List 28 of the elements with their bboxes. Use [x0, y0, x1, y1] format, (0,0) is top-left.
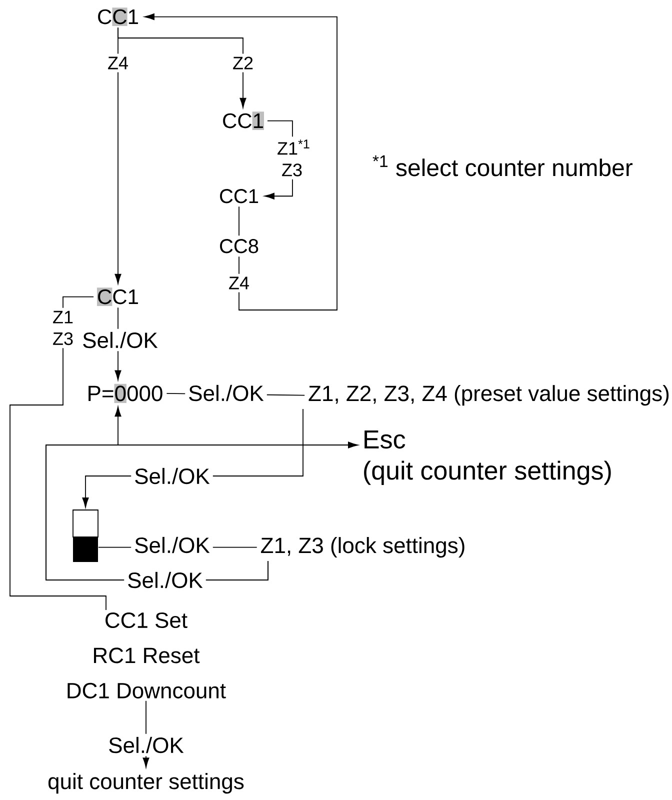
arrow	[144, 14, 338, 310]
footnote-text: $^{*1}$ select counter number	[372, 155, 632, 176]
key-text: Z1, Z3 (lock settings)	[261, 537, 464, 558]
key-label: Z4	[226, 274, 252, 292]
key-label: Sel./OK	[79, 328, 161, 352]
key-label: Sel./OK	[185, 382, 267, 404]
key-label: Z1$^{*1}$ Z3	[274, 136, 310, 180]
display-text: P=0000	[88, 384, 162, 403]
result-text: quit counter settings	[48, 773, 244, 794]
display-text: CC8	[220, 239, 258, 254]
key-label: Sel./OK	[131, 534, 213, 556]
key-label: Sel./OK	[131, 464, 213, 488]
key-label: Sel./OK	[105, 734, 187, 756]
display-text: CC1	[98, 8, 138, 26]
display-text: CC1	[97, 288, 138, 306]
display-text: CC1	[223, 112, 264, 130]
exit-text: Esc (quit counter settings)	[364, 430, 611, 485]
key-text: Z1, Z2, Z3, Z4 (preset value settings)	[308, 385, 669, 406]
connector-line	[10, 296, 106, 610]
key-label: Z1 Z3	[45, 308, 81, 348]
connector-line	[238, 206, 240, 236]
key-label: Sel./OK	[124, 568, 206, 592]
display-text: CC1	[220, 189, 258, 204]
menu-text: CC1 Set RC1 Reset DC1 Downcount	[68, 612, 226, 698]
arrow	[118, 27, 246, 108]
key-label: Z4	[104, 54, 132, 72]
lock-icon	[72, 510, 98, 562]
key-label: Z2	[230, 54, 256, 72]
